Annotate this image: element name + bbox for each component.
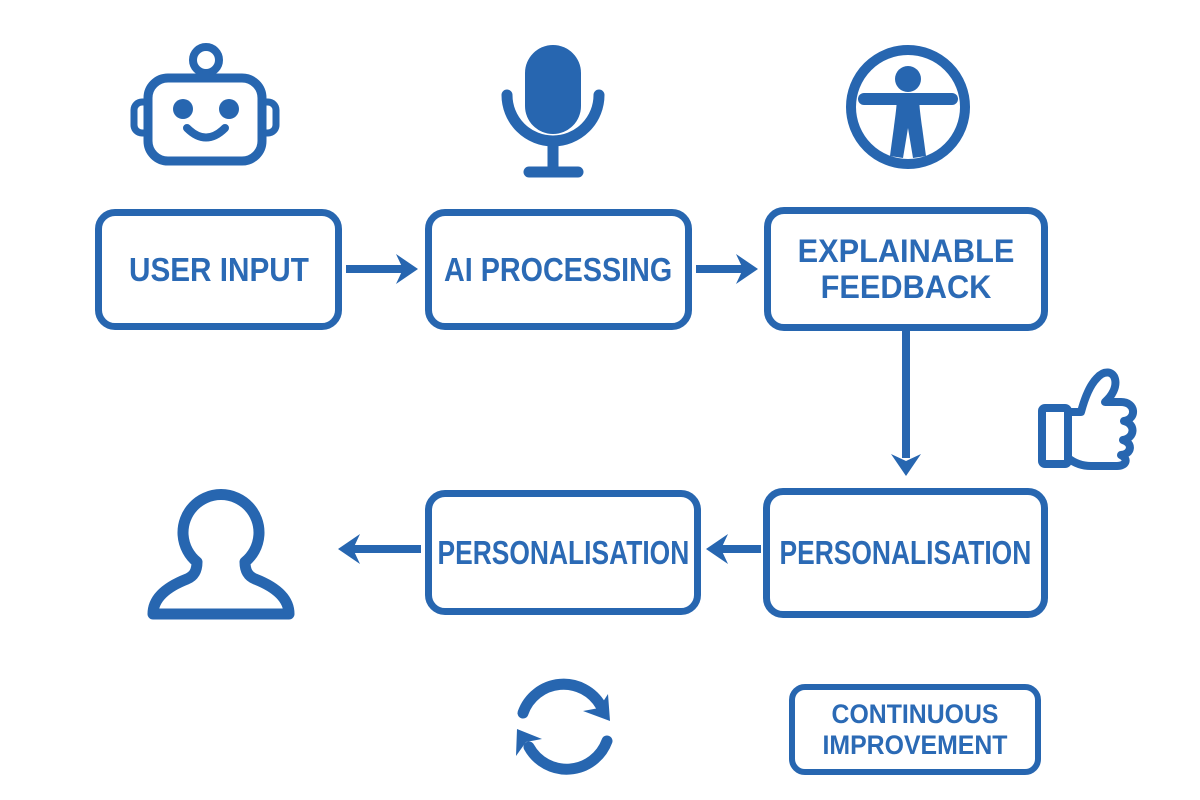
node-explainable-feedback-label: EXPLAINABLE FEEDBACK (797, 232, 1015, 305)
node-continuous-improvement: CONTINUOUS IMPROVEMENT (789, 684, 1041, 775)
node-personalisation-right-label: PERSONALISATION (779, 534, 1032, 572)
node-continuous-improvement-label: CONTINUOUS IMPROVEMENT (822, 699, 1008, 760)
thumbs-up-icon (1038, 368, 1137, 470)
arrow-user-input-to-ai-processing (346, 254, 418, 284)
node-explainable-feedback: EXPLAINABLE FEEDBACK (764, 207, 1048, 331)
microphone-icon (501, 45, 605, 178)
accessibility-person-in-circle-icon (846, 45, 970, 169)
arrow-explainable-feedback-to-personalisation (891, 331, 921, 476)
arrow-ai-processing-to-explainable-feedback (696, 254, 758, 284)
node-ai-processing-label: AI PROCESSING (444, 250, 673, 288)
node-user-input: USER INPUT (95, 209, 342, 330)
node-personalisation-right: PERSONALISATION (763, 488, 1048, 618)
arrow-personalisation-right-to-left (706, 534, 761, 564)
refresh-cycle-icon (516, 678, 613, 775)
robot-icon (130, 43, 280, 166)
node-personalisation-left-label: PERSONALISATION (437, 533, 689, 571)
arrow-personalisation-to-user (338, 534, 421, 564)
user-silhouette-icon (147, 489, 295, 620)
node-user-input-label: USER INPUT (128, 250, 309, 288)
node-ai-processing: AI PROCESSING (425, 209, 692, 330)
node-personalisation-left: PERSONALISATION (425, 490, 701, 615)
